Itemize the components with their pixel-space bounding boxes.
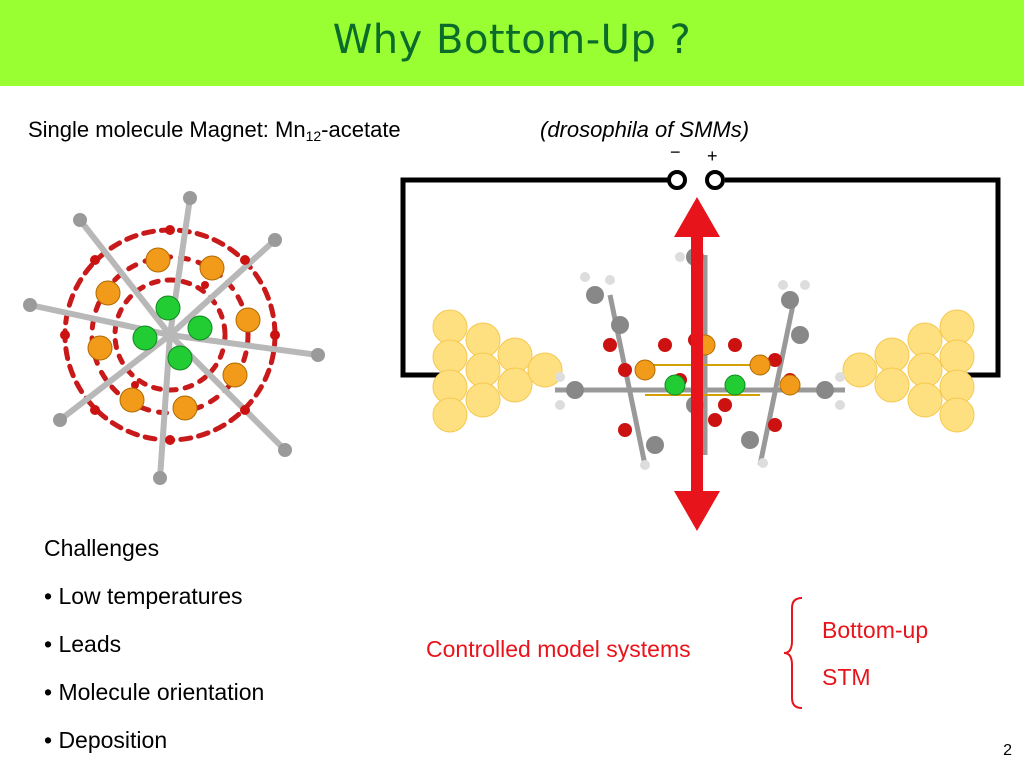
stm-junction-diagram — [400, 170, 1001, 531]
challenge-item: • Low temperatures — [44, 583, 243, 609]
option-stm: STM — [822, 664, 871, 690]
challenges-heading: Challenges — [44, 535, 160, 561]
subtitle-main: Single molecule Magnet: Mn — [28, 117, 306, 142]
challenge-item: • Molecule orientation — [44, 679, 265, 705]
nickname-text: (drosophila of SMMs) — [540, 117, 750, 142]
right-electrode — [842, 309, 975, 433]
subtitle-subscript: 12 — [305, 128, 322, 144]
slide-title: Why Bottom-Up ? — [332, 17, 692, 63]
challenge-item: • Leads — [44, 631, 122, 657]
title-bar: Why Bottom-Up ? — [0, 0, 1024, 86]
mn12-molecule-illustration — [23, 191, 325, 485]
curly-brace — [783, 597, 803, 709]
magnetization-arrow — [674, 197, 720, 531]
side-view-molecule — [555, 248, 845, 470]
plus-label: + — [707, 146, 718, 166]
minus-label: − — [670, 142, 681, 162]
minus-terminal — [667, 170, 687, 190]
molecule-subtitle: Single molecule Magnet: Mn12-acetate — [28, 117, 401, 144]
plus-terminal — [705, 170, 725, 190]
left-electrode — [432, 309, 563, 433]
challenge-item: • Deposition — [44, 727, 168, 753]
circuit-wire — [400, 177, 1001, 378]
challenges-list: Challenges • Low temperatures • Leads • … — [44, 524, 264, 764]
controlled-systems-label: Controlled model systems — [426, 636, 691, 662]
page-number: 2 — [1003, 742, 1012, 759]
option-bottom-up: Bottom-up — [822, 617, 929, 643]
subtitle-tail: -acetate — [321, 117, 401, 142]
